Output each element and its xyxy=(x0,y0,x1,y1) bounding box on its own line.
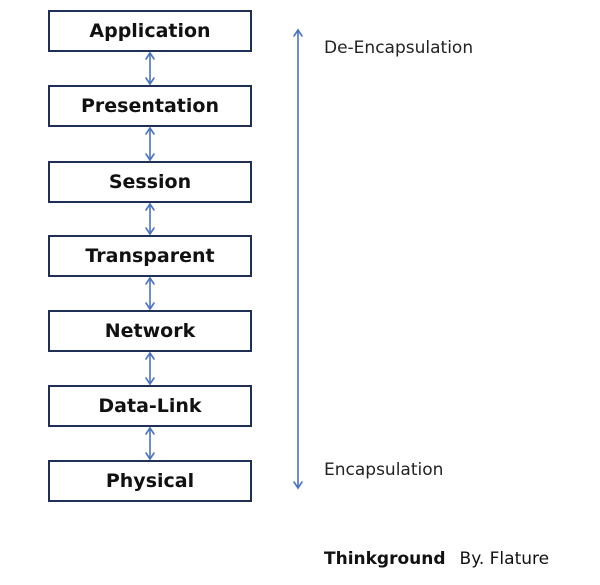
arrow-head-down xyxy=(145,452,155,461)
arrow-head-up xyxy=(145,351,155,360)
arrow-head-up xyxy=(145,202,155,211)
de-encapsulation-label: De-Encapsulation xyxy=(324,38,474,58)
direction-arrow-head-up xyxy=(293,28,303,37)
direction-arrow-head-down xyxy=(293,481,303,490)
arrow-head-up xyxy=(145,51,155,60)
arrow-head-down xyxy=(145,227,155,236)
layer-application: Application xyxy=(48,10,252,52)
arrow-head-up xyxy=(145,276,155,285)
brand-name: Thinkground xyxy=(324,549,446,569)
layer-data-link: Data-Link xyxy=(48,385,252,427)
layer-session: Session xyxy=(48,161,252,203)
encapsulation-label: Encapsulation xyxy=(324,460,444,480)
layer-network: Network xyxy=(48,310,252,352)
arrow-head-down xyxy=(145,302,155,311)
arrow-head-down xyxy=(145,377,155,386)
arrow-head-down xyxy=(145,153,155,162)
layer-transparent: Transparent xyxy=(48,235,252,277)
arrow-head-down xyxy=(145,77,155,86)
layer-presentation: Presentation xyxy=(48,85,252,127)
arrow-head-up xyxy=(145,426,155,435)
layer-physical: Physical xyxy=(48,460,252,502)
author-name: By. Flature xyxy=(459,549,550,569)
arrow-head-up xyxy=(145,126,155,135)
footer-credit: Thinkground By. Flature xyxy=(324,549,549,569)
